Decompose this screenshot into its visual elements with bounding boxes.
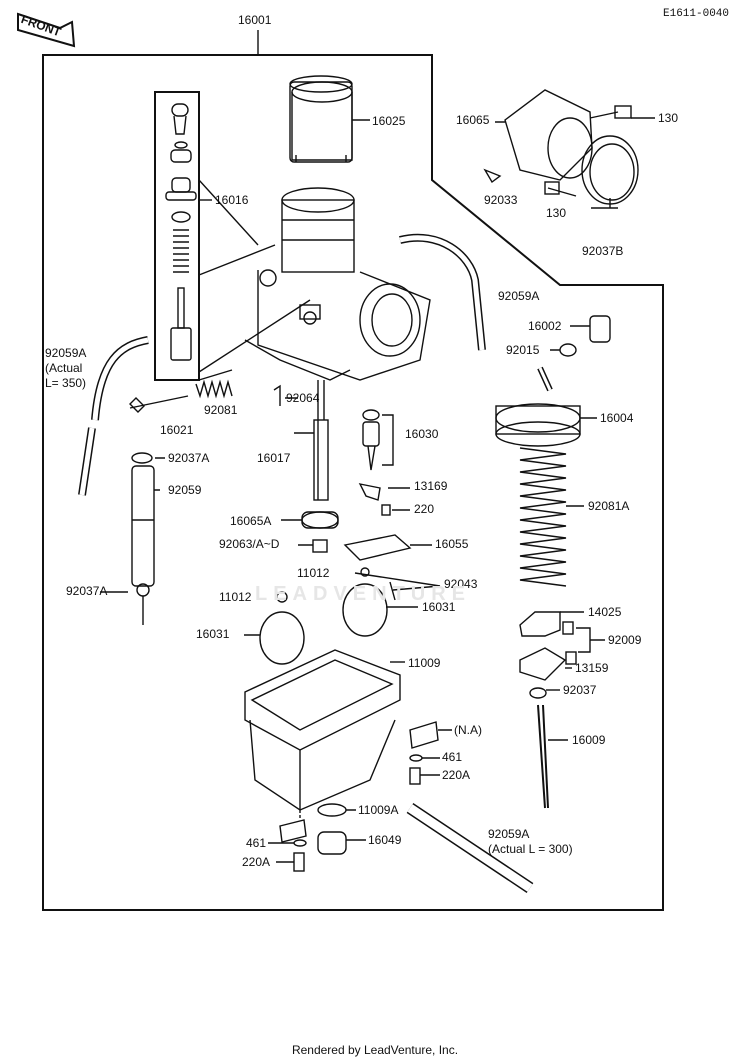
float-16031-right — [342, 583, 388, 637]
callout-13169: 13169 — [414, 479, 448, 493]
callout-92063: 92063/A~D — [219, 537, 280, 551]
callout-461-b: 461 — [246, 836, 267, 850]
callout-130-b: 130 — [546, 206, 567, 220]
callout-461-a: 461 — [442, 750, 463, 764]
callout-92059A-left: 92059A — [45, 346, 87, 360]
callout-220: 220 — [414, 502, 435, 516]
callout-92059A-left-note1: (Actual — [45, 361, 83, 375]
callout-11012-a: 11012 — [297, 566, 330, 580]
callout-92059: 92059 — [168, 483, 202, 497]
callout-92081: 92081 — [204, 403, 238, 417]
callout-16030: 16030 — [405, 427, 439, 441]
throttle-valve-16025 — [291, 81, 370, 161]
assembly-boundary — [42, 54, 664, 911]
callout-11009A: 11009A — [358, 803, 399, 817]
jet-holder-16065A — [301, 511, 339, 529]
callout-NA: (N.A) — [454, 723, 482, 737]
callout-16002: 16002 — [528, 319, 562, 333]
footer-credit: Rendered by LeadVenture, Inc. — [291, 1043, 459, 1057]
callout-92059A-bottom-note: (Actual L = 300) — [488, 842, 573, 856]
callout-11009: 11009 — [408, 656, 441, 670]
callout-130-a: 130 — [658, 111, 679, 125]
callout-16065: 16065 — [456, 113, 490, 127]
float-plate-16055 — [343, 534, 412, 561]
callout-92037A-top: 92037A — [168, 451, 210, 465]
callout-92009: 92009 — [608, 633, 642, 647]
callout-13159: 13159 — [575, 661, 609, 675]
throttle-cap-parts — [165, 103, 197, 361]
callout-16049: 16049 — [368, 833, 402, 847]
callout-92033: 92033 — [484, 193, 518, 207]
callout-92015: 92015 — [506, 343, 540, 357]
reference-code: E1611-0040 — [663, 8, 730, 20]
callout-220A-a: 220A — [442, 768, 471, 782]
hose-92059A-right — [399, 233, 486, 351]
pilot-screw-16021 — [129, 395, 189, 413]
callout-92037B: 92037B — [582, 244, 624, 258]
hose-92059A-right-inner — [399, 235, 485, 351]
callout-92037A-bottom: 92037A — [66, 584, 108, 598]
front-arrow-icon — [17, 12, 76, 48]
spring-92081A — [519, 447, 567, 587]
inset-frame — [154, 91, 200, 381]
callout-92037: 92037 — [563, 683, 597, 697]
float-16031-left — [259, 611, 305, 665]
callout-92059A-left-note2: L= 350) — [45, 376, 87, 390]
hose-92059 — [131, 465, 155, 587]
watermark: LEADVENTURE — [255, 583, 472, 605]
callout-16001: 16001 — [238, 13, 272, 27]
callout-14025: 14025 — [588, 605, 622, 619]
callout-16021: 16021 — [160, 423, 194, 437]
callout-16004: 16004 — [600, 411, 634, 425]
spring-92081 — [195, 379, 233, 399]
callout-92059A-bottom: 92059A — [488, 827, 530, 841]
adjuster-16002 — [589, 315, 611, 343]
callout-92081A: 92081A — [588, 499, 630, 513]
retainer-13159 — [519, 647, 567, 681]
callout-11012-b: 11012 — [219, 590, 252, 604]
callout-16009: 16009 — [572, 733, 606, 747]
callout-92064: 92064 — [286, 391, 320, 405]
air-horn-16065 — [483, 89, 655, 209]
callout-92043: 92043 — [444, 577, 478, 591]
callout-16017: 16017 — [257, 451, 291, 465]
clip-14025 — [519, 611, 561, 637]
callout-92059A-right: 92059A — [498, 289, 540, 303]
callout-16025: 16025 — [372, 114, 406, 128]
callout-16031-right: 16031 — [422, 600, 456, 614]
float-bowl-11009 — [244, 649, 405, 811]
jet-needle-16009 — [537, 704, 549, 809]
callout-16065A: 16065A — [230, 514, 272, 528]
callout-16016: 16016 — [215, 193, 249, 207]
cap-16004 — [495, 403, 581, 433]
needle-jet-16017 — [313, 419, 329, 501]
callout-220A-b: 220A — [242, 855, 271, 869]
callout-16031-left: 16031 — [196, 627, 230, 641]
callout-16055: 16055 — [435, 537, 469, 551]
